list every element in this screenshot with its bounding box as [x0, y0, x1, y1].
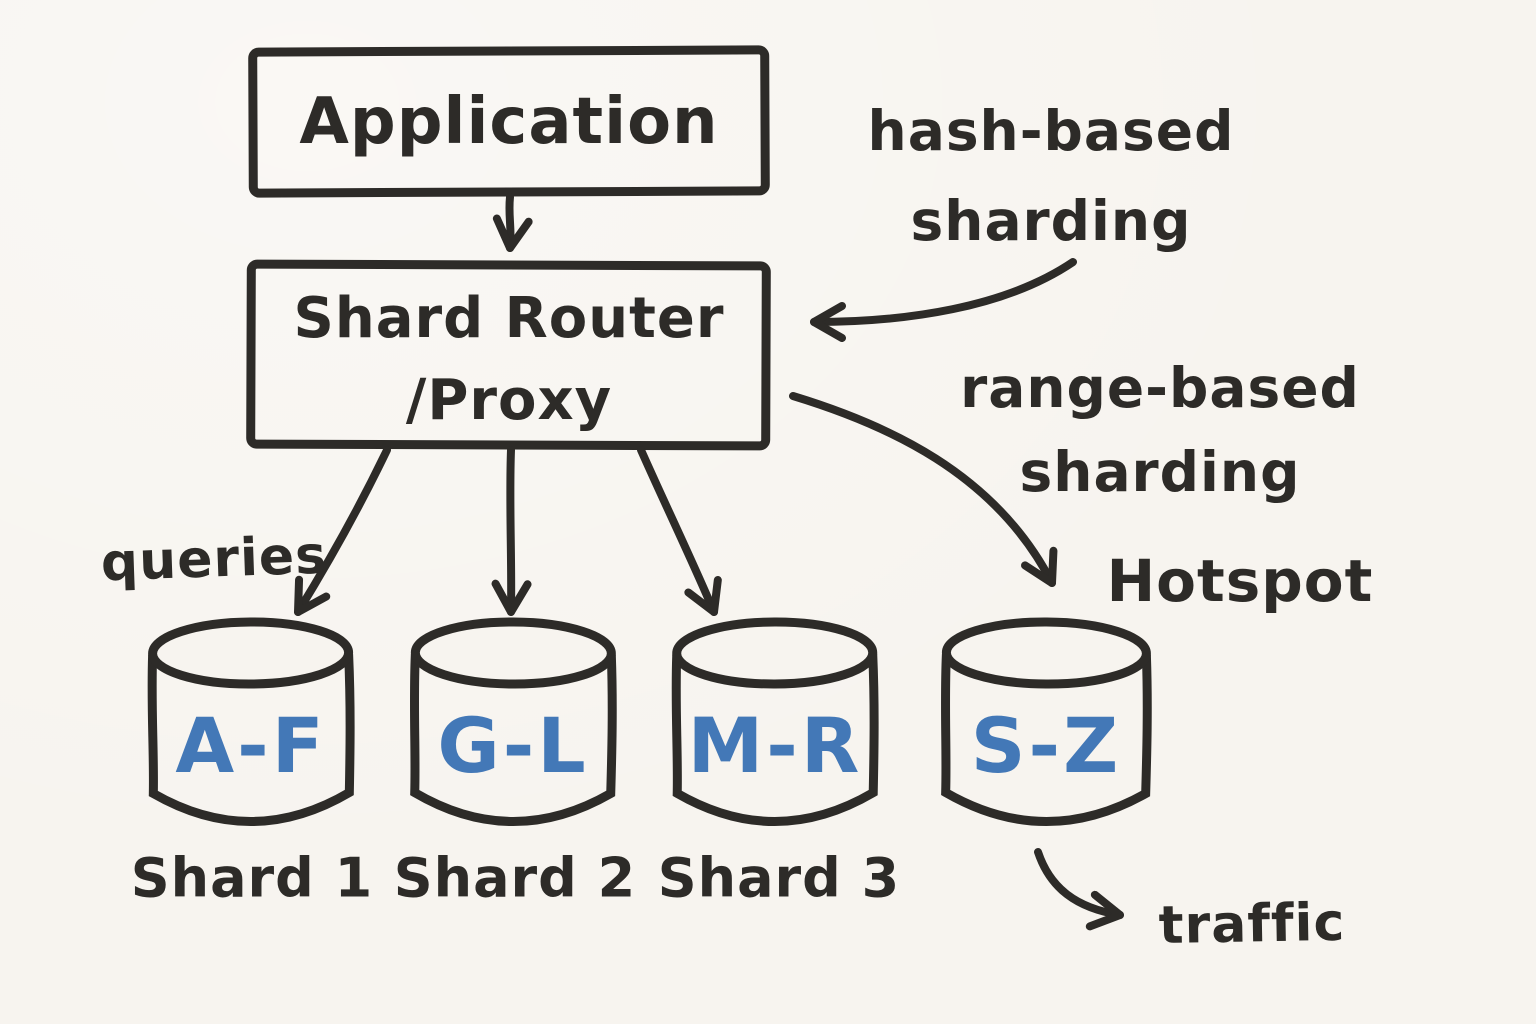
arrow-router-to-shard-2	[491, 446, 532, 616]
arrow-router-to-shard-3	[637, 446, 722, 616]
arrow-router-to-hotspot	[789, 392, 1058, 587]
hotspot-shard-range: S-Z	[970, 701, 1122, 791]
router-node-label: Shard Router /Proxy	[293, 278, 724, 442]
range-sharding-line2: sharding	[1019, 440, 1301, 504]
hotspot-shard-cylinder	[940, 617, 1152, 826]
shard-3-name: Shard 3	[657, 846, 901, 910]
range-sharding-line1: range-based	[960, 356, 1360, 420]
shard-2-range: G-L	[437, 701, 589, 791]
hash-sharding-annotation: hash-based sharding	[868, 86, 1235, 266]
range-sharding-annotation: range-based sharding	[960, 346, 1360, 514]
shard-1-cylinder	[147, 617, 355, 826]
arrow-hotspot-to-traffic	[1034, 848, 1124, 931]
application-node-box	[248, 45, 770, 198]
arrow-hash-sharding-to-router	[810, 258, 1077, 342]
router-label-line2: /Proxy	[405, 368, 613, 433]
router-node-box	[246, 259, 771, 451]
shard-3-cylinder	[671, 617, 879, 826]
shard-1-range: A-F	[175, 701, 327, 791]
hotspot-annotation: Hotspot	[1106, 547, 1374, 616]
hash-sharding-line2: sharding	[910, 189, 1192, 253]
traffic-annotation: traffic	[1158, 892, 1346, 957]
router-label-line1: Shard Router	[293, 286, 725, 351]
arrow-router-to-shard-1	[294, 446, 391, 616]
arrow-application-to-router	[492, 193, 533, 252]
hash-sharding-line1: hash-based	[867, 99, 1235, 163]
shard-1-name: Shard 1	[130, 846, 374, 910]
shard-2-name: Shard 2	[393, 846, 637, 910]
shard-3-range: M-R	[687, 701, 863, 791]
application-node-label: Application	[299, 84, 719, 159]
shard-2-cylinder	[409, 617, 617, 826]
queries-annotation: queries	[99, 525, 329, 594]
